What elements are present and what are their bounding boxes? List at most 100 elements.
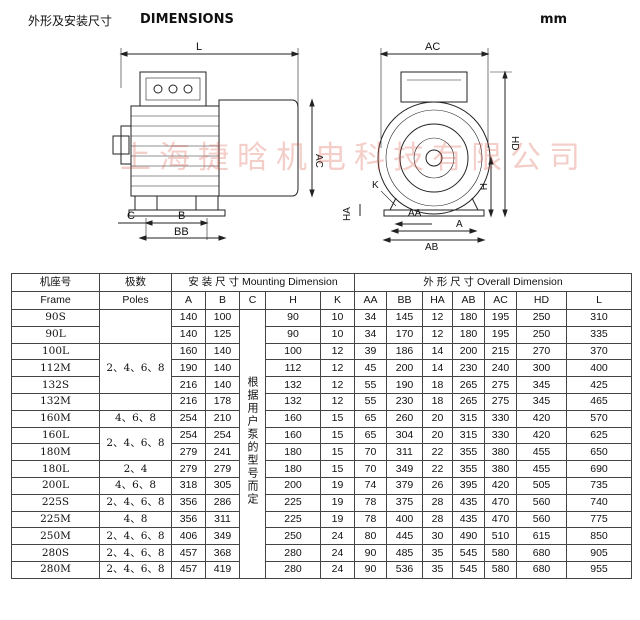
cell-poles <box>99 309 172 344</box>
cell-AB: 490 <box>452 527 485 546</box>
cell-A: 279 <box>171 443 206 462</box>
cell-K: 10 <box>320 325 355 344</box>
cell-AB: 545 <box>452 560 485 579</box>
cell-B: 305 <box>205 476 240 495</box>
dim-label-BB: BB <box>174 226 189 238</box>
cell-AC: 195 <box>484 325 517 344</box>
header-frame: Frame <box>11 291 100 310</box>
cell-B: 140 <box>205 359 240 378</box>
cell-HD: 270 <box>516 342 567 361</box>
header-AA: AA <box>354 291 387 310</box>
cell-AA: 39 <box>354 342 387 361</box>
header-HA: HA <box>422 291 453 310</box>
cell-HA: 14 <box>422 359 453 378</box>
cell-K: 15 <box>320 426 355 445</box>
cell-A: 216 <box>171 392 206 411</box>
cell-frame: 90S <box>11 309 100 327</box>
cell-AB: 435 <box>452 510 485 529</box>
cell-frame: 225M <box>11 510 100 529</box>
cell-HA: 12 <box>422 325 453 344</box>
cell-AC: 330 <box>484 426 517 445</box>
cell-B: 100 <box>205 309 240 327</box>
cell-L: 850 <box>565 527 633 546</box>
cell-B: 279 <box>205 460 240 478</box>
cell-frame: 180M <box>11 443 100 462</box>
cell-BB: 200 <box>386 359 423 378</box>
header-A: A <box>171 291 206 310</box>
header-B: B <box>205 291 240 310</box>
cell-AB: 395 <box>452 476 485 495</box>
cell-A: 216 <box>171 376 206 394</box>
dim-label-A: A <box>456 219 463 230</box>
cell-AA: 55 <box>354 376 387 394</box>
cell-AB: 315 <box>452 409 485 428</box>
cell-K: 15 <box>320 443 355 462</box>
cell-B: 349 <box>205 527 240 546</box>
cell-HD: 680 <box>516 560 567 579</box>
cell-HA: 22 <box>422 460 453 478</box>
cell-B: 125 <box>205 325 240 344</box>
cell-L: 690 <box>565 460 633 478</box>
cell-poles: 2、4、6、8 <box>99 342 172 394</box>
cell-HA: 30 <box>422 527 453 546</box>
cell-A: 254 <box>171 409 206 428</box>
cell-H: 100 <box>265 342 321 361</box>
cell-poles: 2、4、6、8 <box>99 544 172 562</box>
cell-K: 24 <box>320 527 355 546</box>
header-HD: HD <box>516 291 567 310</box>
cell-A: 140 <box>171 309 206 327</box>
cell-AB: 545 <box>452 544 485 562</box>
cell-L: 400 <box>565 359 633 378</box>
cell-BB: 230 <box>386 392 423 411</box>
cell-poles: 2、4、6、8 <box>99 426 172 462</box>
cell-AC: 420 <box>484 476 517 495</box>
cell-frame: 180L <box>11 460 100 478</box>
cell-A: 356 <box>171 493 206 512</box>
cell-K: 12 <box>320 392 355 411</box>
cell-L: 425 <box>565 376 633 394</box>
cell-AA: 90 <box>354 560 387 579</box>
cell-A: 190 <box>171 359 206 378</box>
cell-AC: 580 <box>484 560 517 579</box>
cell-L: 465 <box>565 392 633 411</box>
cell-BB: 379 <box>386 476 423 495</box>
cell-A: 406 <box>171 527 206 546</box>
cell-BB: 260 <box>386 409 423 428</box>
cell-H: 280 <box>265 544 321 562</box>
cell-HA: 26 <box>422 476 453 495</box>
cell-AA: 90 <box>354 544 387 562</box>
cell-H: 90 <box>265 325 321 344</box>
cell-H: 180 <box>265 443 321 462</box>
cell-frame: 100L <box>11 342 100 361</box>
cell-frame: 132M <box>11 392 100 411</box>
cell-AC: 380 <box>484 460 517 478</box>
cell-B: 178 <box>205 392 240 411</box>
cell-frame: 160M <box>11 409 100 428</box>
cell-frame: 112M <box>11 359 100 378</box>
cell-B: 254 <box>205 426 240 445</box>
cell-AB: 315 <box>452 426 485 445</box>
cell-A: 356 <box>171 510 206 529</box>
side-view: L AC C B <box>112 41 324 241</box>
cell-AA: 34 <box>354 309 387 327</box>
table-header-row-1: 机座号 极数 安 装 尺 寸 Mounting Dimension 外 形 尺 … <box>11 273 633 292</box>
cell-HD: 560 <box>516 493 567 512</box>
cell-poles: 2、4、6、8 <box>99 527 172 546</box>
cell-AC: 580 <box>484 544 517 562</box>
cell-AA: 78 <box>354 493 387 512</box>
header-AB: AB <box>452 291 485 310</box>
cell-H: 112 <box>265 359 321 378</box>
cell-HA: 28 <box>422 510 453 529</box>
dim-label-H: H <box>477 183 488 190</box>
cell-AC: 470 <box>484 493 517 512</box>
cell-L: 335 <box>565 325 633 344</box>
cell-AA: 70 <box>354 460 387 478</box>
cell-AA: 65 <box>354 426 387 445</box>
cell-HD: 615 <box>516 527 567 546</box>
header-H: H <box>265 291 321 310</box>
header-C: C <box>239 291 266 310</box>
